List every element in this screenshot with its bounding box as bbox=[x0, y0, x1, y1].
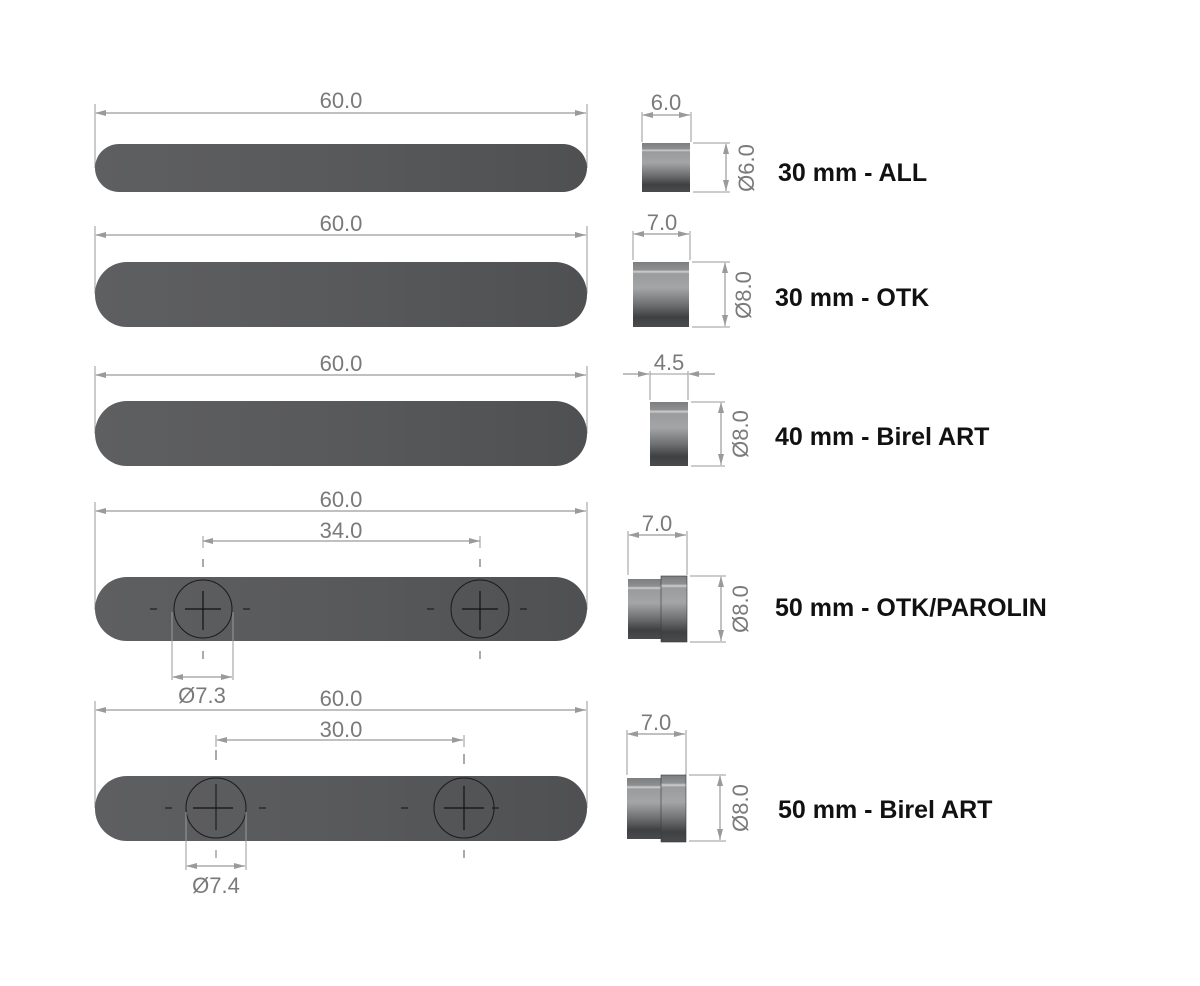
width-dimension-text: 7.0 bbox=[647, 210, 678, 235]
width-dimension-text: 4.5 bbox=[654, 350, 685, 375]
row-1-key-bar-drawing: 60.0 bbox=[94, 88, 588, 192]
key-bar bbox=[95, 144, 587, 192]
diameter-dimension-text: Ø6.0 bbox=[734, 144, 759, 192]
row-3-key-bar-drawing: 60.0 bbox=[94, 351, 588, 466]
spacer-step-large bbox=[660, 575, 688, 643]
row-4-key-bar-drawing: 60.0 34.0 Ø7.3 bbox=[94, 487, 588, 708]
spacer-step-small bbox=[627, 778, 662, 839]
row-5-label: 50 mm - Birel ART bbox=[778, 796, 993, 824]
row-4-label: 50 mm - OTK/PAROLIN bbox=[775, 594, 1047, 622]
key-bar bbox=[95, 577, 587, 641]
length-dimension-text: 60.0 bbox=[320, 351, 363, 376]
spacer-step-large bbox=[660, 774, 687, 843]
key-bar bbox=[95, 401, 587, 466]
width-dimension-text: 6.0 bbox=[651, 90, 682, 115]
width-dimension-text: 7.0 bbox=[641, 710, 672, 735]
length-dimension-text: 60.0 bbox=[320, 211, 363, 236]
hole-spacing-dimension-text: 30.0 bbox=[320, 717, 363, 742]
bolt-hole bbox=[150, 559, 250, 659]
bolt-hole bbox=[165, 750, 266, 858]
row-5-spacer-drawing: 7.0 Ø8.0 bbox=[626, 710, 753, 843]
diameter-dimension-text: Ø8.0 bbox=[728, 585, 753, 633]
row-3-label: 40 mm - Birel ART bbox=[775, 423, 990, 451]
spacer-cylinder bbox=[642, 143, 690, 192]
diameter-dimension-text: Ø8.0 bbox=[728, 410, 753, 458]
row-5-key-bar-drawing: 60.0 30.0 Ø7.4 bbox=[94, 686, 588, 898]
length-dimension-text: 60.0 bbox=[320, 88, 363, 113]
diameter-dimension-text: Ø8.0 bbox=[728, 784, 753, 832]
bolt-hole bbox=[401, 754, 499, 858]
hole-diameter-dimension-text: Ø7.4 bbox=[192, 873, 240, 898]
row-2-spacer-drawing: 7.0 Ø8.0 bbox=[632, 210, 756, 328]
row-2-label: 30 mm - OTK bbox=[775, 284, 930, 312]
row-1-label: 30 mm - ALL bbox=[778, 159, 928, 187]
row-2-key-bar-drawing: 60.0 bbox=[94, 211, 588, 327]
bolt-hole bbox=[427, 559, 527, 659]
row-4-spacer-drawing: 7.0 Ø8.0 bbox=[627, 511, 753, 643]
diameter-dimension-text: Ø8.0 bbox=[731, 271, 756, 319]
key-bar bbox=[95, 262, 587, 327]
hole-spacing-dimension-text: 34.0 bbox=[320, 518, 363, 543]
hole-diameter-dimension-text: Ø7.3 bbox=[178, 683, 226, 708]
spacer-cylinder bbox=[650, 402, 688, 466]
width-dimension-text: 7.0 bbox=[642, 511, 673, 536]
row-3-spacer-drawing: 4.5 Ø8.0 bbox=[623, 350, 753, 467]
spacer-cylinder bbox=[633, 262, 689, 327]
row-1-spacer-drawing: 6.0 Ø6.0 bbox=[641, 90, 759, 193]
spacer-step-small bbox=[628, 579, 662, 639]
length-dimension-text: 60.0 bbox=[320, 487, 363, 512]
length-dimension-text: 60.0 bbox=[320, 686, 363, 711]
